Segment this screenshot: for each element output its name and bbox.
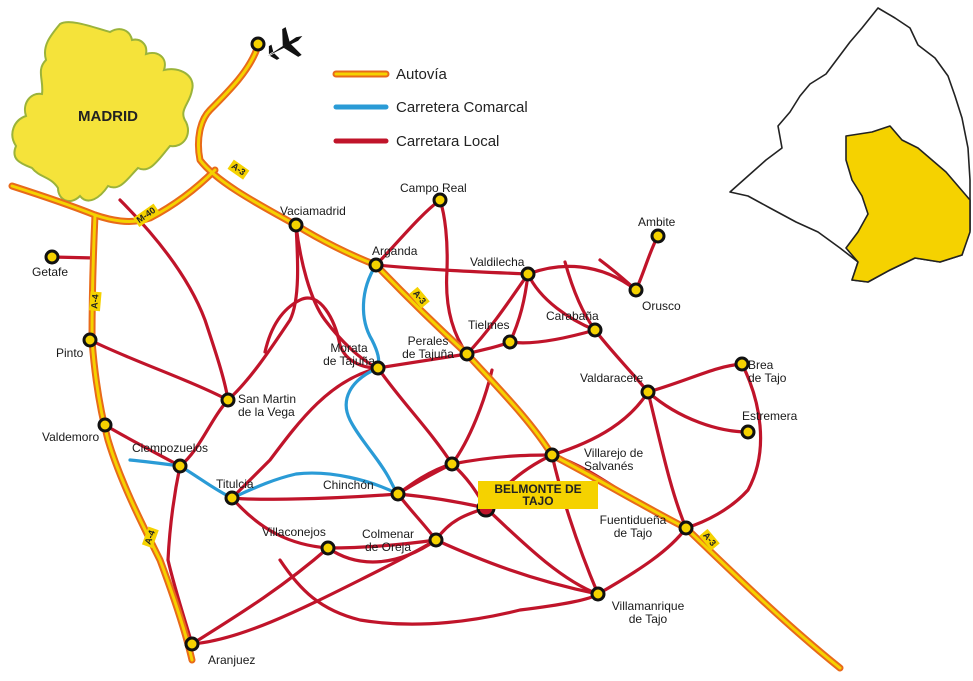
town-label-getafe: Getafe [32,265,69,279]
node-villarejo [544,447,560,463]
town-label-titulcia: Titulcia [216,477,254,491]
node-valdemoro [97,417,113,433]
node-estremera [740,424,756,440]
town-label-ciempozuelos: Ciempozuelos [132,441,209,455]
node-valdilecha [520,266,536,282]
node-villaconejos [320,540,336,556]
node-ciempozuelos [172,458,188,474]
legend-local: Carretara Local [336,129,499,153]
town-label-brea: Brea de Tajo [748,358,787,385]
madrid-label: MADRID [78,108,138,125]
airplane-icon [267,27,303,60]
town-label-villamanrique: Villamanrique de Tajo [611,599,685,626]
town-label-perales: Perales de Tajuña [402,334,454,361]
node-valdaracete [640,384,656,400]
node-villamanrique [590,586,606,602]
comarcal-roads [128,263,400,500]
road-shield: A-4 [88,291,102,312]
node-fuentiduena [678,520,694,536]
town-label-valdaracete: Valdaracete [580,371,644,385]
town-label-morata: Morata de Tajuña [323,341,375,368]
town-label-arganda: Arganda [372,244,418,258]
node-pinto [82,332,98,348]
town-label-ambite: Ambite [638,215,676,229]
node-ambite [650,228,666,244]
inset-highlight-zone [845,125,971,283]
town-label-orusco: Orusco [642,299,681,313]
node-carabana [587,322,603,338]
node-arganda [368,257,384,273]
legend-label: Carretera Comarcal [396,98,528,116]
town-label-villarejo: Villarejo de Salvanés [584,446,644,473]
legend-label: Autovía [396,65,447,83]
town-label-aranjuez: Aranjuez [208,653,256,667]
town-label-colmenar: Colmenar de Oreja [361,527,415,554]
legend-comarcal: Carretera Comarcal [336,95,528,119]
legend-autovia: Autovía [336,62,447,86]
town-label-estremera: Estremera [742,409,798,423]
town-label-villaconejos: Villaconejos [262,525,326,539]
town-label-pinto: Pinto [56,346,84,360]
node-colmenar [428,532,444,548]
node-morata [370,360,386,376]
legend-swatches [332,70,390,144]
node-vaciamadrid [288,217,304,233]
inset-map [729,7,971,283]
node-getafe [44,249,60,265]
town-label-tielmes: Tielmes [468,318,510,332]
node-chinchon [390,486,406,502]
town-label-carabana: Carabaña [546,309,599,323]
local-roads [50,198,763,646]
node-tielmes [502,334,518,350]
town-label-campo-real: Campo Real [400,181,467,195]
node-campo-real [432,192,448,208]
node-perales [459,346,475,362]
town-label-chinchon: Chinchón [323,478,374,492]
town-label-valdilecha: Valdilecha [470,255,525,269]
town-nodes [44,36,756,652]
legend-label: Carretara Local [396,132,500,150]
belmonte-label: BELMONTE DE TAJO [478,481,598,509]
node-brea [734,356,750,372]
town-label-valdemoro: Valdemoro [42,430,100,444]
town-label-san-martin: San Martin de la Vega [238,392,297,419]
node-san-martin [220,392,236,408]
madrid-region [11,21,194,203]
town-label-fuentiduena: Fuentidueña de Tajo [599,513,667,540]
node-aranjuez [184,636,200,652]
node-airport [250,36,266,52]
node-junction [444,456,460,472]
node-titulcia [224,490,240,506]
town-label-vaciamadrid: Vaciamadrid [280,204,346,218]
node-orusco [628,282,644,298]
